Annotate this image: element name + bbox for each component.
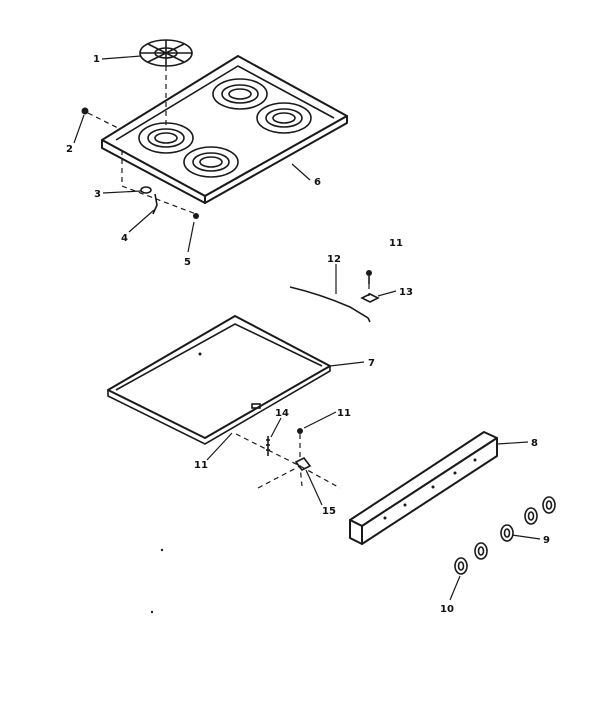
label-2: 2	[66, 144, 73, 155]
label-10: 10	[440, 604, 454, 615]
screw-5	[193, 213, 199, 219]
knob-3	[500, 524, 514, 542]
knob-4	[524, 507, 538, 525]
label-3: 3	[94, 189, 101, 200]
screw-2	[81, 107, 89, 115]
label-11-mid: 11	[337, 408, 351, 419]
clip-4	[152, 193, 158, 215]
label-15: 15	[322, 506, 336, 517]
burner-front-right	[183, 146, 239, 178]
spring-14	[266, 436, 270, 456]
burner-back-right	[256, 102, 312, 134]
leader-lines	[73, 55, 541, 601]
rod-12	[289, 286, 371, 323]
burner-back-left	[212, 78, 268, 110]
label-13: 13	[399, 287, 413, 298]
label-11-top: 11	[389, 238, 403, 249]
label-4: 4	[121, 233, 128, 244]
label-7: 7	[368, 358, 375, 369]
knob-5	[542, 496, 556, 514]
screw-11-top	[366, 270, 372, 284]
label-6: 6	[314, 177, 321, 188]
label-14: 14	[275, 408, 289, 419]
label-11-left: 11	[194, 460, 208, 471]
label-9: 9	[543, 535, 550, 546]
screw-11-mid	[297, 428, 303, 434]
label-1: 1	[93, 54, 100, 65]
bottom-panel	[107, 315, 331, 445]
burner-grate	[139, 39, 193, 67]
label-8: 8	[531, 438, 538, 449]
cooktop	[101, 55, 348, 204]
knob-2	[474, 542, 488, 560]
control-panel	[349, 431, 498, 545]
knob-1	[454, 557, 468, 575]
label-12: 12	[327, 254, 341, 265]
label-5: 5	[184, 257, 191, 268]
bracket-3	[140, 186, 152, 194]
clip-13	[360, 293, 380, 303]
